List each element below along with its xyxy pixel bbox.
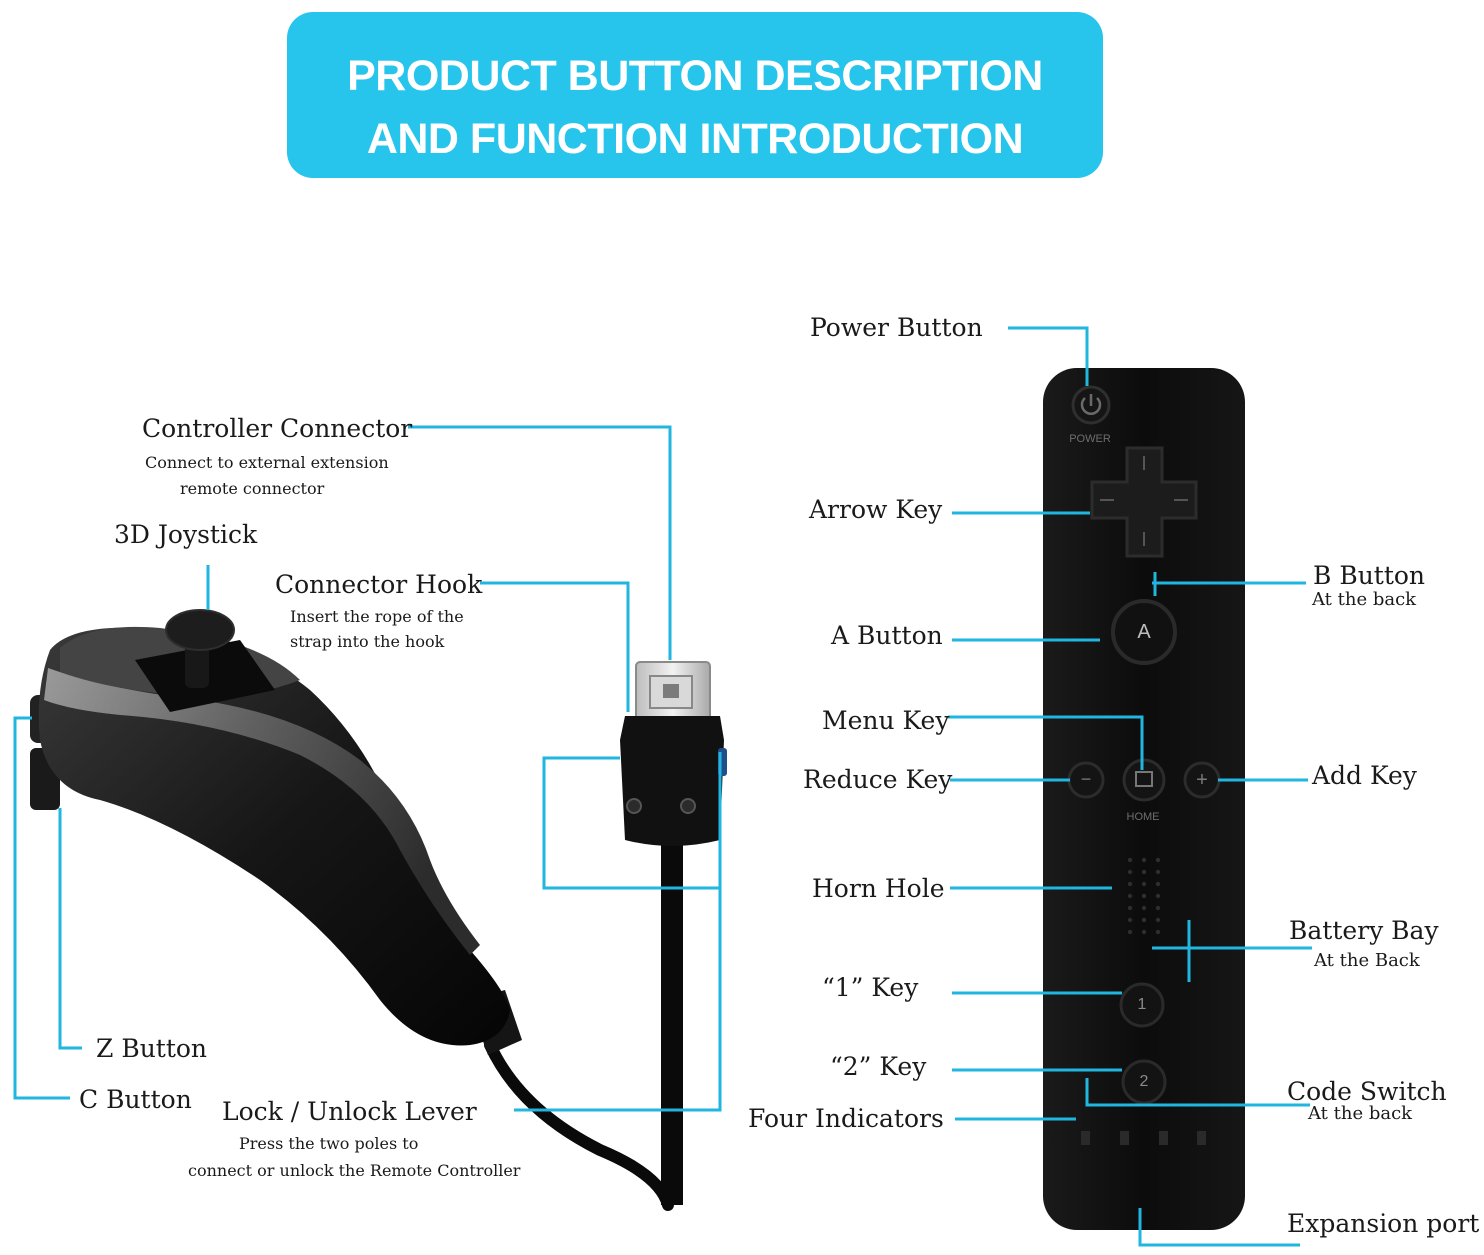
plug-screw-left [626,798,642,814]
banner-title-line-1: PRODUCT BUTTON DESCRIPTION [347,52,1043,100]
plug-screw-right [680,798,696,814]
label-battery-bay: Battery Bay [1289,916,1439,945]
indicator-led-1 [1081,1131,1090,1145]
two-marking: 2 [1139,1073,1149,1090]
sublabel-connector-hook-1: Insert the rope of the [290,607,464,626]
plus-marking: + [1196,769,1208,791]
plug-housing [620,716,724,846]
sublabel-connector-hook-2: strap into the hook [290,632,445,651]
label-horn-hole: Horn Hole [812,874,945,903]
label-connector-hook: Connector Hook [275,570,483,599]
label-four-indicators: Four Indicators [748,1104,944,1133]
two-button-shape [1121,1059,1167,1105]
label-key-2: “2” Key [830,1052,927,1081]
one-marking: 1 [1137,996,1147,1013]
speaker-grille [1127,857,1161,935]
label-arrow-key: Arrow Key [809,495,943,524]
leader-lines [13,326,1312,1247]
label-reduce-key: Reduce Key [803,765,953,794]
d-pad-shape [1090,446,1198,558]
label-key-1: “1” Key [822,973,919,1002]
banner-title-line-2: AND FUNCTION INTRODUCTION [366,115,1024,163]
home-button-shape [1122,758,1166,802]
leader-controller-connector [408,425,672,660]
minus-marking: − [1080,769,1092,789]
label-controller-connector: Controller Connector [142,414,413,443]
nunchuk-silver-band [44,668,480,955]
indicator-led-3 [1159,1131,1168,1145]
leader-connector-hook [480,581,630,712]
sublabel-controller-connector-2: remote connector [180,479,325,498]
sublabel-b-button: At the back [1312,589,1417,610]
label-lock-lever: Lock / Unlock Lever [222,1097,477,1126]
label-b-button: B Button [1313,561,1426,590]
title-banner: PRODUCT BUTTON DESCRIPTION AND FUNCTION … [287,12,1103,178]
a-button-shape [1111,599,1177,665]
leader-c-button [13,716,70,1100]
label-expansion-port: Expansion port [1287,1209,1480,1238]
sublabel-code-switch: At the back [1308,1103,1413,1124]
sublabel-controller-connector-1: Connect to external extension [145,453,389,472]
one-button-shape [1119,982,1165,1028]
label-3d-joystick: 3D Joystick [114,520,258,549]
sublabel-battery-bay: At the Back [1314,950,1420,971]
sublabel-lock-lever-1: Press the two poles to [239,1134,419,1153]
leader-expansion-port [1138,1208,1300,1247]
nunchuk-body [38,627,510,1046]
label-c-button: C Button [79,1085,192,1114]
a-button-marking: A [1137,621,1151,643]
leader-lock-lever-box [542,756,720,890]
label-add-key: Add Key [1312,761,1417,790]
leader-menu-key [948,715,1144,770]
label-z-button: Z Button [96,1034,208,1063]
nunchuk-illustration [30,609,674,1211]
extension-plug-illustration [620,661,727,1205]
nunchuk-cable [484,1039,674,1211]
label-power-button: Power Button [810,313,983,342]
joystick-cap [165,609,235,651]
leader-power [1008,326,1089,386]
leader-code-switch [1085,1078,1310,1107]
home-marking: HOME [1126,811,1160,823]
power-marking: POWER [1069,433,1111,445]
label-menu-key: Menu Key [822,706,950,735]
indicator-led-4 [1197,1131,1206,1145]
leader-lock-lever [514,752,722,1112]
plug-cable [661,840,683,1205]
leader-z-button [58,808,82,1050]
label-a-button: A Button [831,621,943,650]
indicator-led-2 [1120,1131,1129,1145]
label-code-switch: Code Switch [1287,1077,1447,1106]
remote-illustration [1043,368,1245,1230]
sublabel-lock-lever-2: connect or unlock the Remote Controller [188,1161,521,1180]
